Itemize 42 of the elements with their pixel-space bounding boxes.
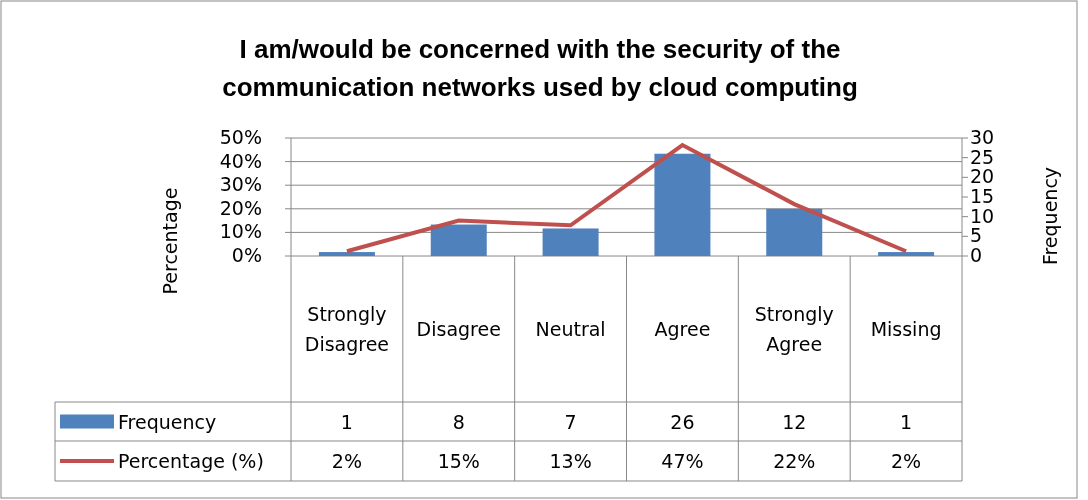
table-cell-text: 47%: [660, 449, 705, 473]
bar: [654, 153, 711, 256]
tick-label: 30: [970, 126, 995, 148]
bar: [430, 224, 487, 256]
category-label: Neutral: [534, 317, 607, 342]
table-cell-text: 12: [781, 409, 808, 434]
tick-label: 25: [970, 145, 995, 168]
chart-title: I am/would be concerned with the security of the communication networks used by cloud computing: [221, 33, 859, 104]
table-cell-text: 26: [669, 409, 696, 434]
tick-label: 40%: [218, 149, 262, 172]
table-cell-text: 2%: [330, 449, 363, 473]
table-cell-text: 1: [899, 409, 914, 434]
bar: [766, 208, 823, 256]
bar: [542, 228, 599, 256]
tick-label: 50%: [218, 126, 262, 148]
table-cell-text: 22%: [772, 449, 817, 473]
tick-label: 20%: [218, 196, 262, 219]
axis-title: Percentage: [159, 186, 181, 297]
bar: [318, 252, 375, 256]
table-cell-text: 13%: [548, 449, 593, 473]
legend-label: Percentage (%): [118, 449, 264, 473]
tick-label: 20: [970, 165, 995, 188]
tick-label: 0: [970, 244, 983, 266]
axis-title: Frequency: [1039, 165, 1061, 268]
tick-label: 15: [970, 185, 995, 207]
category-label: Disagree: [415, 317, 502, 342]
category-label: Strongly Disagree: [303, 302, 391, 357]
category-label: Missing: [869, 317, 943, 342]
bar: [878, 252, 935, 256]
category-label: Strongly Agree: [753, 302, 835, 357]
tick-label: 10%: [218, 220, 262, 243]
table-cell-text: 7: [563, 409, 578, 434]
tick-label: 30%: [218, 173, 262, 196]
table-cell-text: 8: [451, 409, 466, 434]
category-label: Agree: [653, 317, 712, 342]
tick-label: 5: [970, 224, 983, 247]
tick-label: 0%: [230, 244, 262, 266]
tick-label: 10: [970, 204, 995, 227]
table-cell-text: 2%: [890, 449, 923, 473]
table-cell-text: 1: [339, 409, 354, 434]
legend-label: Frequency: [118, 409, 217, 434]
table-cell-text: 15%: [436, 449, 481, 473]
